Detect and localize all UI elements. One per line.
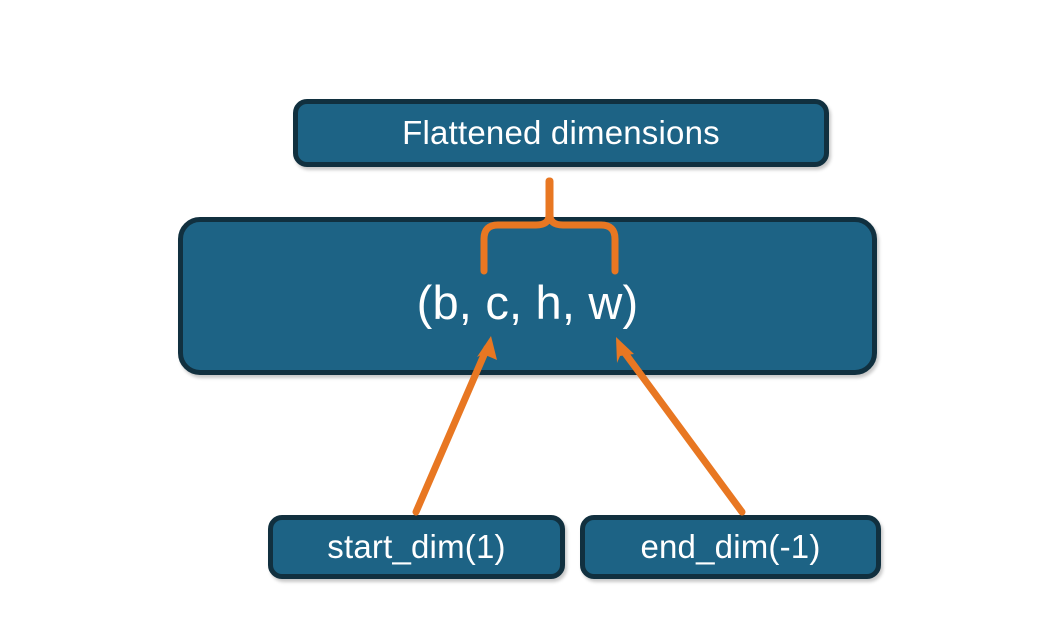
node-start-dim[interactable]: start_dim(1) <box>268 515 565 579</box>
node-tensor-shape-label: (b, c, h, w) <box>416 275 639 329</box>
node-end-dim-label: end_dim(-1) <box>640 528 821 565</box>
node-end-dim[interactable]: end_dim(-1) <box>580 515 881 579</box>
node-start-dim-label: start_dim(1) <box>327 528 506 565</box>
node-tensor-shape[interactable]: (b, c, h, w) <box>178 217 877 375</box>
node-flattened-dimensions[interactable]: Flattened dimensions <box>293 99 829 167</box>
node-flattened-dimensions-label: Flattened dimensions <box>402 114 720 151</box>
